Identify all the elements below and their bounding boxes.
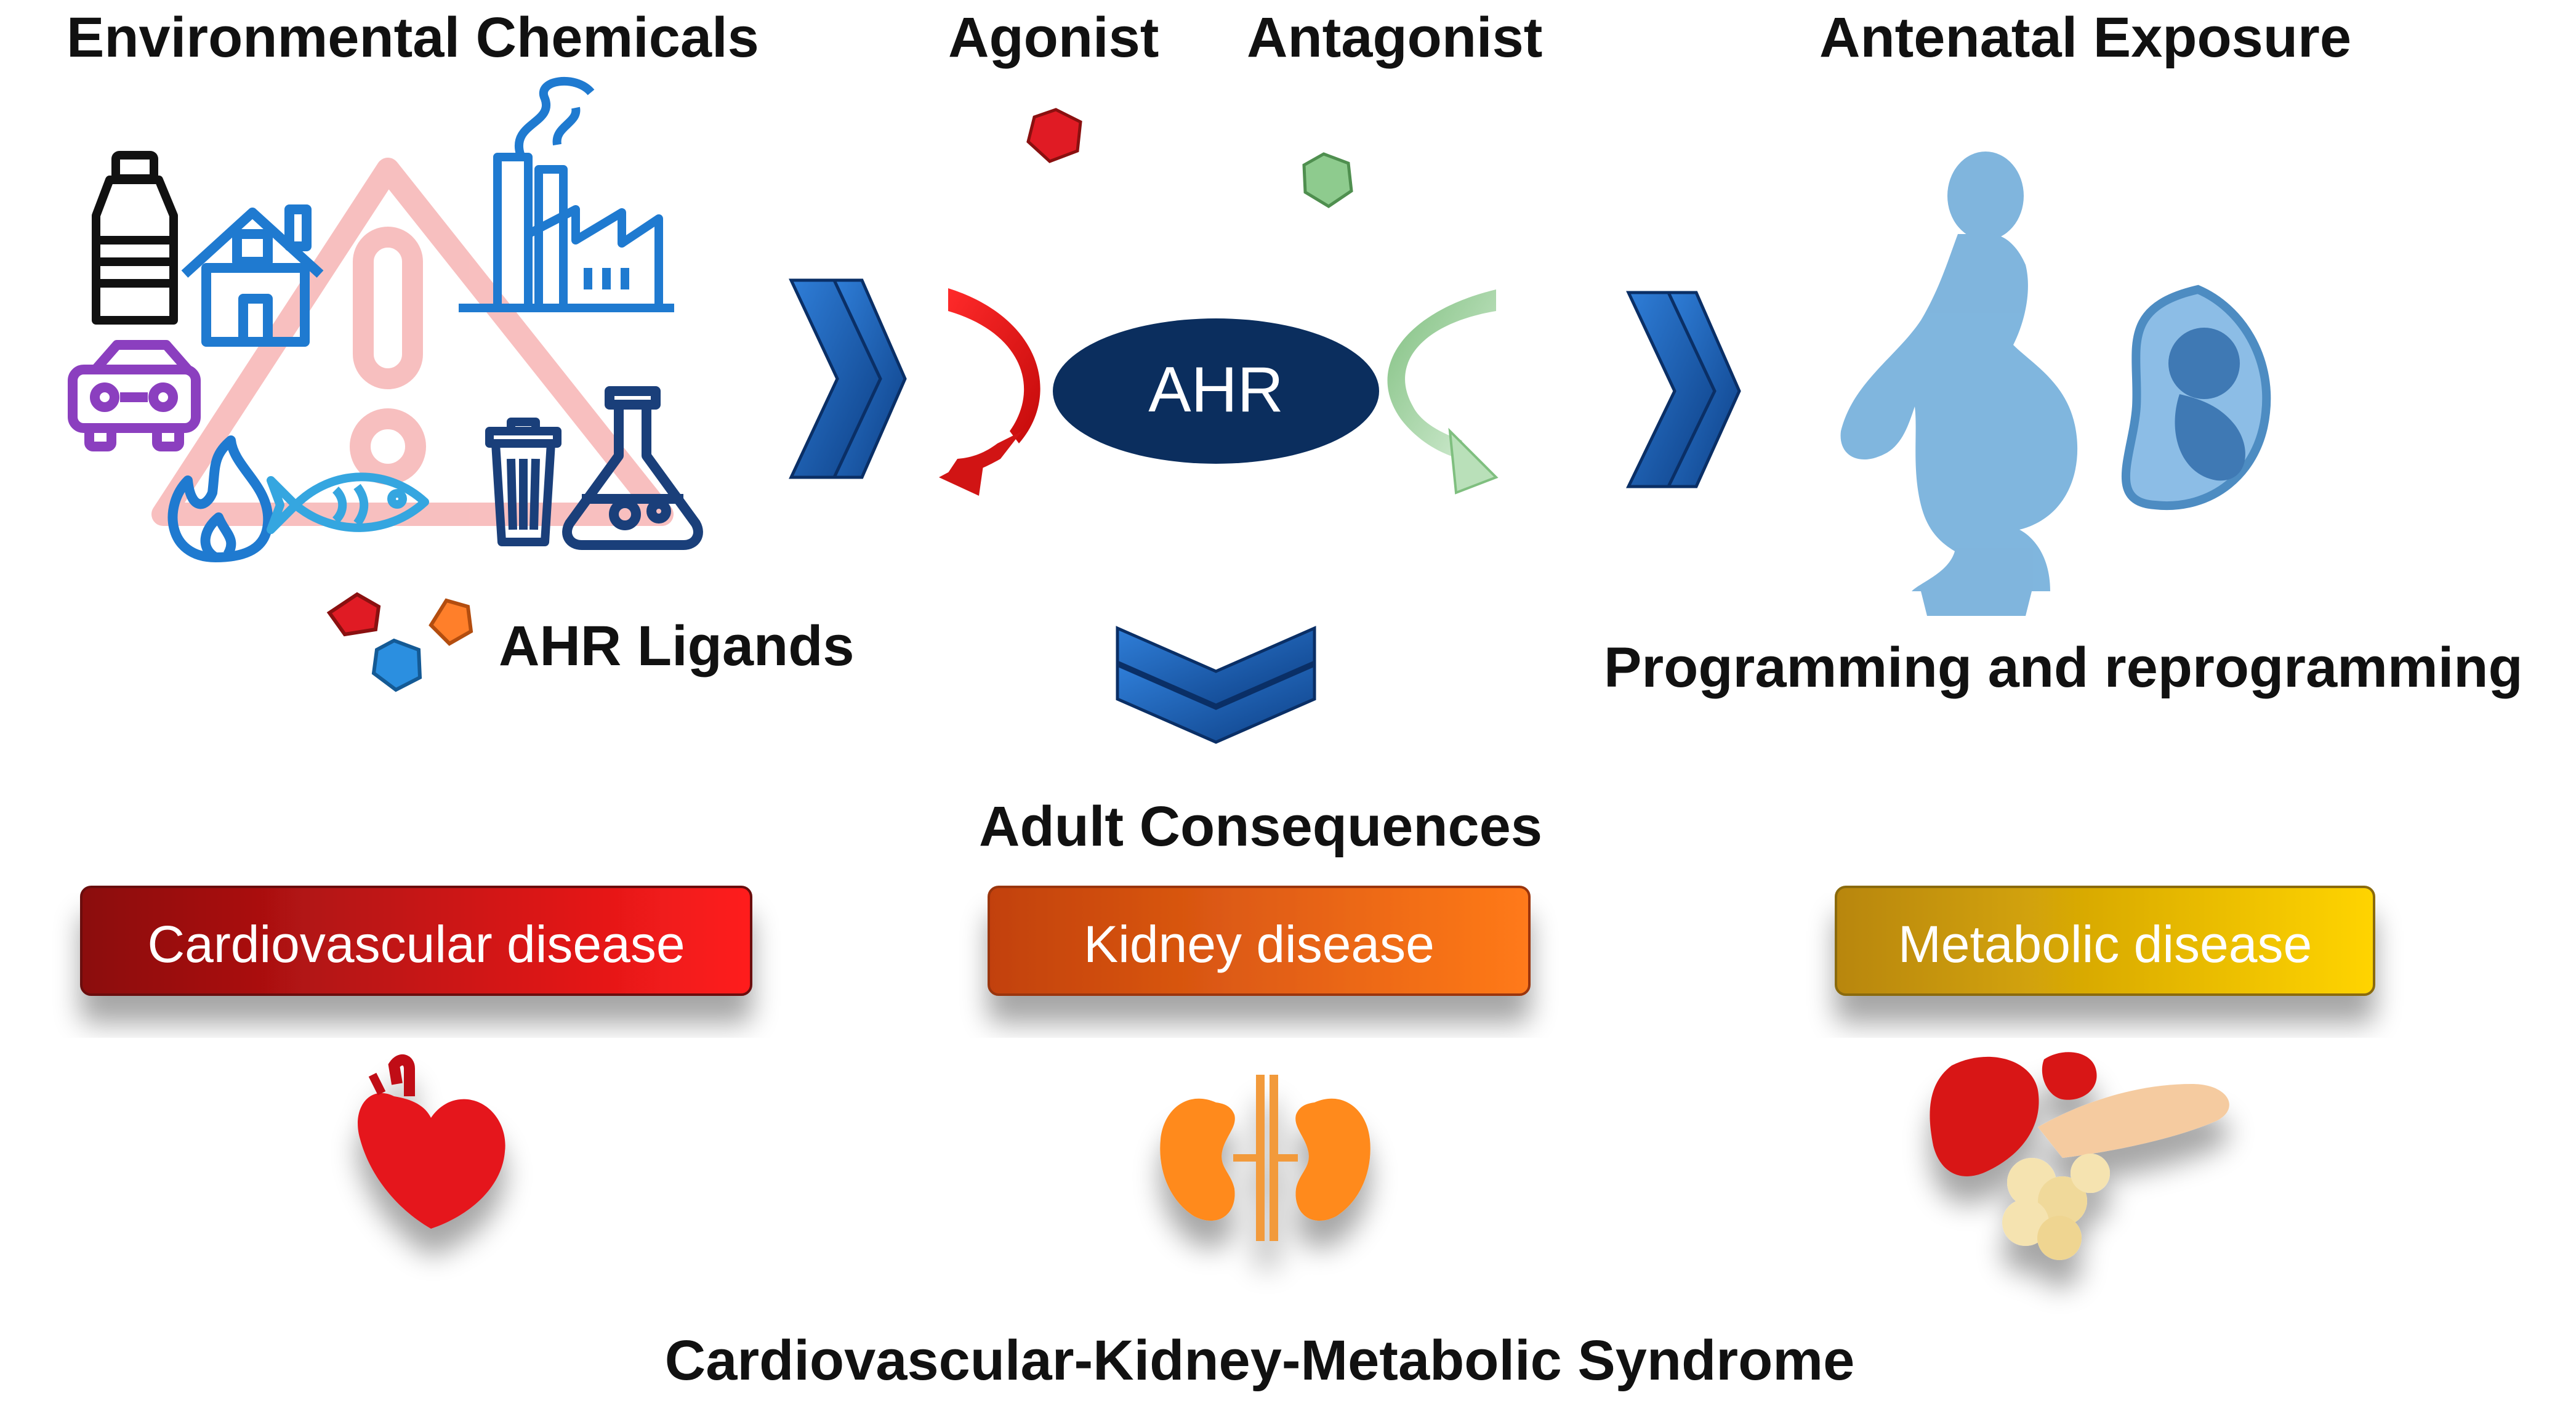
adult-consequences-label: Adult Consequences [979, 795, 1542, 858]
syndrome-label: Cardiovascular-Kidney-Metabolic Syndrome [665, 1329, 1855, 1392]
agonist-label: Agonist [948, 6, 1159, 69]
disease-label-metabolic: Metabolic disease [1898, 915, 2312, 973]
water-bottle-icon [92, 151, 178, 325]
disease-pill-kidney: Kidney disease [988, 886, 1531, 996]
chevron-right-icon [789, 278, 907, 479]
agonist-arrow-icon [939, 288, 1040, 496]
antagonist-arrow-icon [1387, 289, 1499, 495]
fish-icon [267, 472, 429, 534]
flask-icon [562, 386, 703, 550]
programming-label: Programming and reprogramming [1604, 636, 2523, 699]
pregnant-woman-icon [1840, 152, 2078, 616]
antenatal-exposure-label: Antenatal Exposure [1819, 6, 2351, 69]
disease-label-kidney: Kidney disease [1084, 915, 1435, 973]
environmental-chemicals-label: Environmental Chemicals [66, 6, 759, 69]
ligand-pentagons-icon [326, 592, 473, 692]
antagonist-pentagon-icon [1302, 152, 1353, 208]
kidney-icon [1160, 1075, 1371, 1241]
agonist-pentagon-icon [1026, 108, 1082, 163]
disease-label-cardiovascular: Cardiovascular disease [147, 915, 685, 973]
heart-icon [358, 1054, 505, 1229]
disease-pill-cardiovascular: Cardiovascular disease [80, 886, 752, 996]
trash-bin-icon [485, 418, 561, 546]
factory-icon [459, 76, 674, 312]
chevron-right-icon-2 [1626, 291, 1741, 488]
ahr-ligands-label: AHR Ligands [499, 615, 855, 677]
car-icon [68, 340, 201, 451]
disease-pill-metabolic: Metabolic disease [1835, 886, 2375, 996]
antagonist-label: Antagonist [1247, 6, 1542, 69]
liver-pancreas-icon [1930, 1052, 2229, 1260]
fetus-icon [2121, 285, 2271, 511]
house-icon [181, 204, 324, 347]
ahr-receptor: AHR [1053, 318, 1379, 464]
ahr-label: AHR [1148, 354, 1284, 426]
chevron-down-icon [1116, 626, 1316, 744]
